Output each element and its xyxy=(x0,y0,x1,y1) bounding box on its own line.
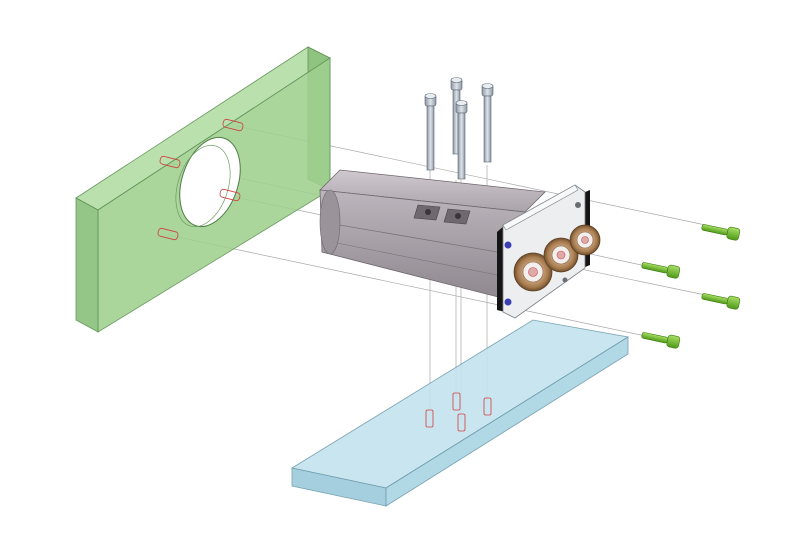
socket-head-bolts xyxy=(424,77,494,180)
screw-4 xyxy=(641,332,681,349)
valve-body xyxy=(319,169,546,301)
green-mounting-screws xyxy=(641,224,741,349)
bolt-1 xyxy=(424,93,437,171)
roller-left xyxy=(513,252,553,292)
bolt-4 xyxy=(455,100,468,180)
screw-3 xyxy=(701,293,741,310)
green-mounting-plate xyxy=(75,46,331,333)
roller-middle xyxy=(543,237,579,273)
roller-right xyxy=(569,224,601,256)
end-cap-with-rollers xyxy=(497,184,601,319)
screw-2 xyxy=(641,262,681,279)
bolt-3 xyxy=(481,83,494,163)
screw-1 xyxy=(701,224,741,241)
blue-base-plate xyxy=(290,319,630,507)
